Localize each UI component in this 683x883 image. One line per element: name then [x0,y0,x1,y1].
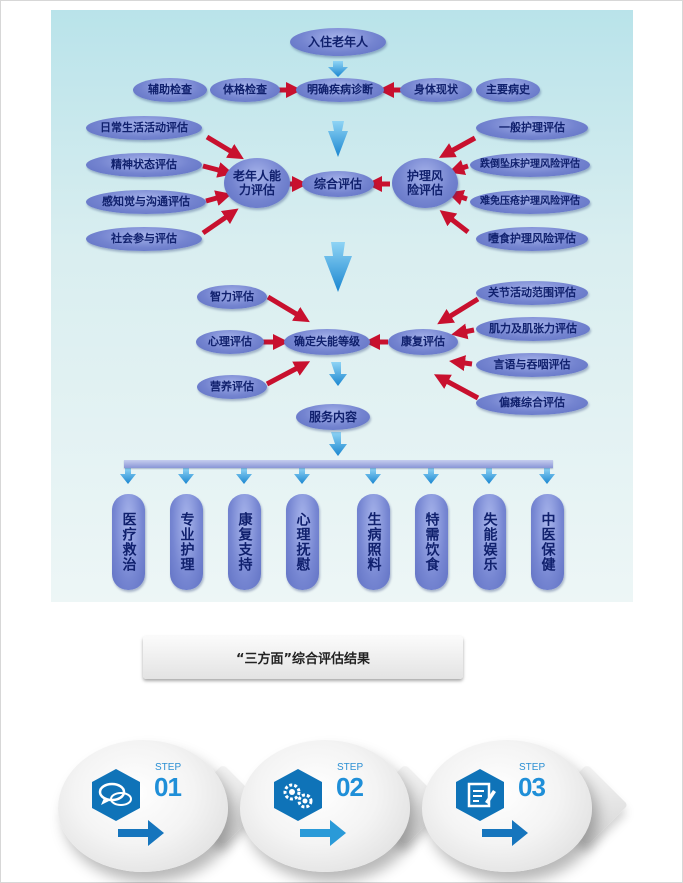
node-speech: 言语与吞咽评估 [476,353,588,377]
node-hemiplegia: 偏瘫综合评估 [476,391,588,415]
node-pressure-risk: 难免压疮护理风险评估 [470,190,590,214]
node-comprehensive: 综合评估 [302,171,374,197]
node-nutrition: 营养评估 [197,375,267,399]
node-admitted-elderly: 入住老年人 [290,28,386,56]
node-psych: 心理评估 [196,330,264,354]
step-2: STEP 02 [226,738,447,878]
arrow-fall [448,159,469,176]
step-number: 02 [336,772,364,802]
node-intellect: 智力评估 [197,285,267,309]
arrow-hemiplegia [433,374,480,401]
service-tcm: 中医保健 [531,494,564,590]
step-label: STEP [519,762,546,773]
service-rehab: 康复支持 [228,494,261,590]
node-medical-history: 主要病史 [476,78,540,102]
gears-icon [274,769,322,821]
service-branch-bar [124,460,553,468]
service-diet: 特需饮食 [415,494,448,590]
service-psych: 心理抚慰 [286,494,319,590]
node-perception: 感知觉与沟通评估 [86,190,206,214]
node-disability-level: 确定失能等级 [284,329,370,355]
arrow-right-icon [118,820,164,846]
step-3: STEP 03 [408,738,629,878]
arrow-social [201,208,239,236]
arrow-right-icon [482,820,528,846]
node-rehab: 康复评估 [388,329,458,355]
step-number: 03 [518,772,546,802]
arrow-general [438,135,477,158]
node-diagnosis: 明确疾病诊断 [296,78,384,102]
arrow-adl [205,134,244,160]
service-medical: 医疗救治 [112,494,145,590]
service-entertainment: 失能娱乐 [473,494,506,590]
arrow-mental [202,162,234,178]
node-fall-risk: 跌倒坠床护理风险评估 [470,153,590,177]
step-label: STEP [155,762,182,773]
step-label: STEP [337,762,364,773]
arrow-choke [439,210,470,234]
down-arrow-2 [328,121,348,157]
arrow-right-icon [300,820,346,846]
node-choke-risk: 噎食护理风险评估 [476,227,588,251]
node-auxiliary-exam: 辅助检查 [133,78,207,102]
node-general-nursing: 一般护理评估 [476,116,588,140]
arrow-perception [205,190,232,206]
arrow-nutrition [265,361,311,387]
arrow-intellect [266,294,310,323]
notepad-icon [456,769,504,821]
node-social: 社会参与评估 [86,227,202,251]
down-arrow-4 [329,362,347,386]
node-service: 服务内容 [296,404,370,430]
down-arrow-3 [324,242,352,292]
step-1: STEP 01 [44,738,265,878]
step-number: 01 [154,772,182,802]
node-adl: 日常生活活动评估 [86,116,202,140]
result-title: “三方面”综合评估结果 [143,636,463,679]
arrow-pressure [447,189,468,206]
node-elderly-ability: 老年人能力评估 [224,158,290,208]
service-sick-care: 生病照料 [357,494,390,590]
node-nursing-risk: 护理风险评估 [392,158,458,208]
node-physical-status: 身体现状 [400,78,472,102]
chat-bubbles-icon [92,769,140,821]
node-muscle: 肌力及肌张力评估 [476,317,590,341]
arrow-speech [449,355,473,371]
node-physical-exam: 体格检查 [210,78,280,102]
node-joint: 关节活动范围评估 [476,281,588,305]
node-mental-status: 精神状态评估 [86,153,202,177]
service-nursing: 专业护理 [170,494,203,590]
down-arrow-1 [328,61,348,77]
service-drop-arrows [120,468,555,484]
arrow-joint [437,296,480,325]
arrow-muscle [451,323,475,340]
down-arrow-5 [329,432,347,456]
